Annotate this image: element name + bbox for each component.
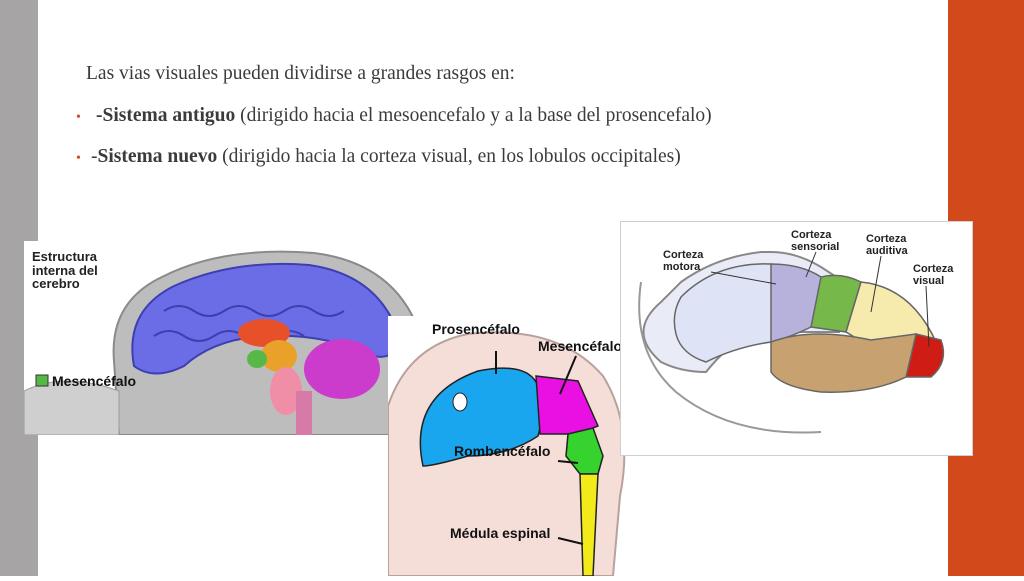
label-corteza-sensorial: Corteza [791,229,832,241]
bullet-term: Sistema nuevo [97,146,218,167]
bullet-item-sistema-nuevo: -Sistema nuevo (dirigido hacia la cortez… [91,145,681,169]
label-corteza-visual: visual [913,275,944,287]
bullet-lead: - [96,105,103,126]
intro-text: Las vias visuales pueden dividirse a gra… [86,63,515,84]
brain-vesicles-illustration: Prosencéfalo Mesencéfalo Rombencéfalo Mé… [387,321,626,577]
bullet-item-sistema-antiguo: -Sistema antiguo (dirigido hacia el meso… [96,104,712,128]
figure1-title-line: Estructura [32,249,98,264]
label-corteza-auditiva: Corteza [866,233,907,245]
bullet-marker: • [76,110,81,125]
label-corteza-sensorial: sensorial [791,241,839,253]
brain-structure-figure: Estructura interna del cerebro Mesencéfa… [23,241,434,436]
label-corteza-motora: Corteza [663,249,704,261]
label-mesencefalo: Mesencéfalo [538,338,622,354]
bullet-description: (dirigido hacia el mesoencefalo y a la b… [235,105,712,126]
legend-swatch [35,374,49,387]
label-corteza-visual: Corteza [913,263,954,275]
brain-vesicles-figure: Prosencéfalo Mesencéfalo Rombencéfalo Mé… [387,316,634,577]
bullet-marker: • [76,151,81,166]
label-corteza-motora: motora [663,261,701,273]
label-rombencefalo: Rombencéfalo [454,443,550,459]
bullet-description: (dirigido hacia la corteza visual, en lo… [217,146,681,167]
figure1-title-line: interna del [32,263,98,278]
bullet-lead: - [91,146,98,167]
label-prosencefalo: Prosencéfalo [432,321,520,337]
cortex-areas-figure: Corteza motora Corteza sensorial Corteza… [620,221,973,456]
bullet-term: Sistema antiguo [102,105,236,126]
brain-sagittal-illustration: Estructura interna del cerebro Mesencéfa… [23,249,424,436]
figure1-legend-label: Mesencéfalo [52,373,136,389]
label-medula-espinal: Médula espinal [450,525,550,541]
label-corteza-auditiva: auditiva [866,245,908,257]
figure1-title-line: cerebro [32,276,80,291]
cortex-areas-illustration: Corteza motora Corteza sensorial Corteza… [638,229,954,434]
